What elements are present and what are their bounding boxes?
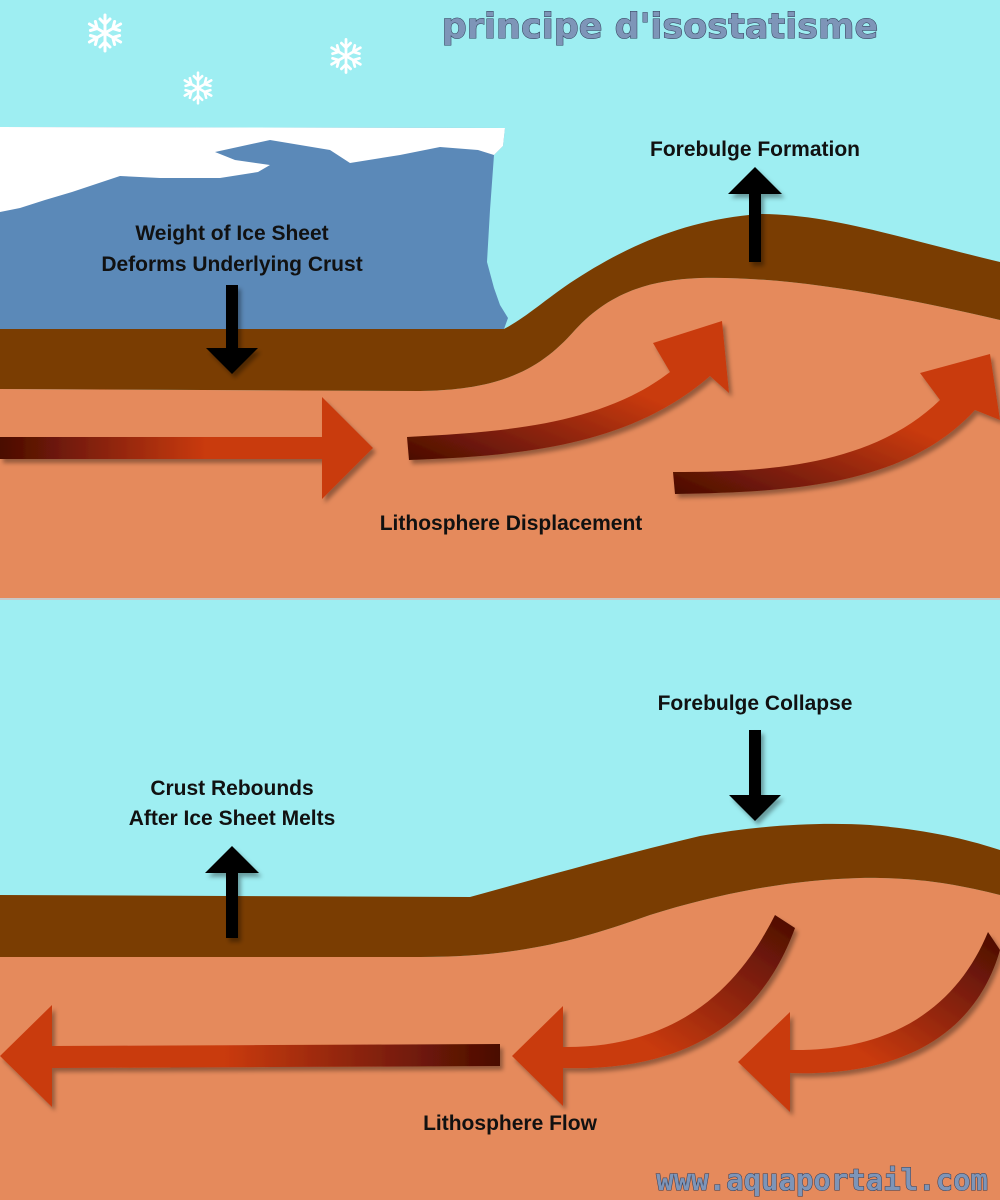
label-rebound-line2: After Ice Sheet Melts	[129, 807, 336, 830]
down-arrow	[729, 730, 781, 821]
flow-arrow-curve-up	[673, 354, 1000, 494]
label-rebound-line1: Crust Rebounds	[150, 777, 313, 800]
label-forebulge-collapse: Forebulge Collapse	[658, 692, 853, 715]
ice-sheet	[0, 127, 508, 329]
site-credit: www.aquaportail.com	[656, 1163, 988, 1197]
flow-arrow-curve-left	[512, 915, 795, 1106]
up-arrow	[205, 846, 259, 938]
up-arrow	[728, 167, 782, 262]
flow-arrow-curve-up	[407, 321, 729, 460]
label-lithosphere-flow: Lithosphere Flow	[423, 1112, 598, 1135]
label-weight-line1: Weight of Ice Sheet	[135, 222, 328, 245]
bottom-crust	[0, 823, 1000, 957]
label-forebulge-formation: Forebulge Formation	[650, 138, 860, 161]
ice-snow-cap	[0, 127, 505, 212]
panel-divider	[0, 598, 1000, 600]
down-arrow	[206, 285, 258, 374]
flow-arrow-straight	[0, 397, 373, 499]
diagram-title: principe d'isostatisme	[442, 7, 879, 47]
label-weight-line2: Deforms Underlying Crust	[101, 253, 362, 276]
flow-arrow-curve-left	[738, 932, 1000, 1112]
flow-arrow-straight-left	[0, 1005, 500, 1107]
label-lithosphere-displacement: Lithosphere Displacement	[380, 512, 643, 535]
